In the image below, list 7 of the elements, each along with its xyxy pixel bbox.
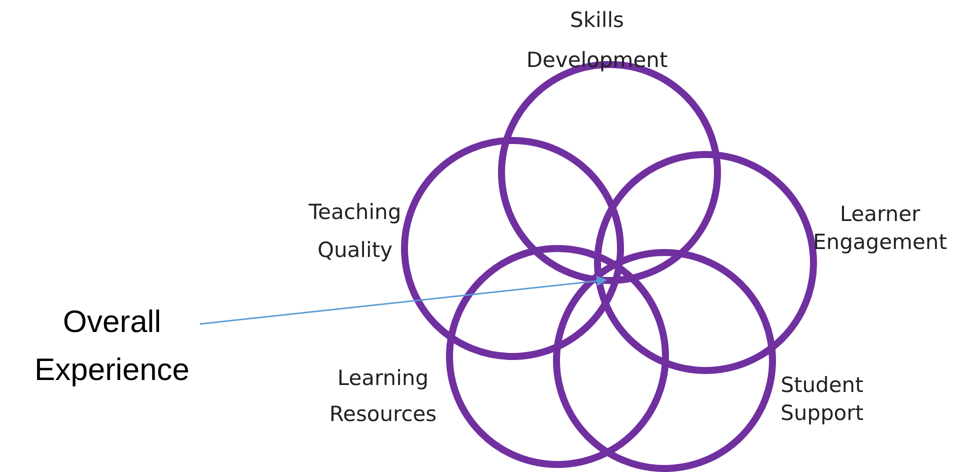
leader-line [200, 276, 608, 325]
circle-label: Student Support [779, 372, 864, 427]
circle-label: Skills Development [525, 7, 669, 74]
callout-text: Overall Experience [33, 303, 191, 389]
circle-label: Learner Engagement [812, 201, 948, 256]
circle-label: Teaching Quality [308, 199, 402, 264]
circle-label: Learning Resources [328, 365, 438, 428]
